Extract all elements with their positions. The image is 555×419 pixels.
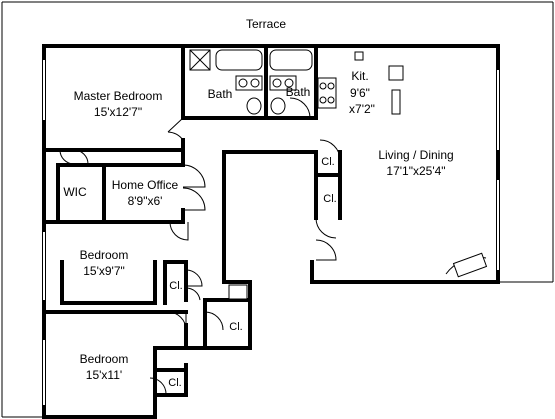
master-bedroom-dims: 15'x12'7" — [94, 105, 142, 119]
closet-label-5: Cl. — [168, 377, 181, 389]
bedroom-2-dims: 15'x9'7" — [83, 264, 125, 278]
closet-label-4: Cl. — [229, 321, 242, 333]
interior-walls — [42, 44, 342, 397]
bedroom-3-name: Bedroom — [80, 352, 129, 366]
bedroom-2-name: Bedroom — [80, 248, 129, 262]
kitchen-name: Kit. — [351, 69, 368, 83]
home-office-dims: 8'9"x6' — [128, 194, 163, 208]
closet-label-2: Cl. — [323, 193, 336, 205]
kitchen-dims-1: 9'6" — [350, 86, 370, 100]
windows — [43, 60, 499, 405]
bedroom-3-dims: 15'x11' — [86, 368, 122, 382]
bath-1-name: Bath — [208, 87, 233, 101]
terrace-label: Terrace — [246, 17, 286, 31]
doors — [59, 97, 341, 395]
kitchen-dims-2: x7'2" — [349, 102, 375, 116]
closet-label-1: Cl. — [321, 156, 334, 168]
living-dining-name: Living / Dining — [378, 148, 453, 162]
closet-label-3: Cl. — [169, 280, 182, 292]
home-office-name: Home Office — [112, 178, 179, 192]
kitchen-fixtures — [228, 51, 404, 300]
master-bedroom-name: Master Bedroom — [74, 89, 163, 103]
bath-2-name: Bath — [286, 85, 311, 99]
bath-fixtures — [189, 49, 313, 115]
wic-name: WIC — [63, 185, 87, 199]
living-dining-dims: 17'1"x25'4" — [386, 164, 445, 178]
fireplace-icon — [445, 252, 488, 278]
